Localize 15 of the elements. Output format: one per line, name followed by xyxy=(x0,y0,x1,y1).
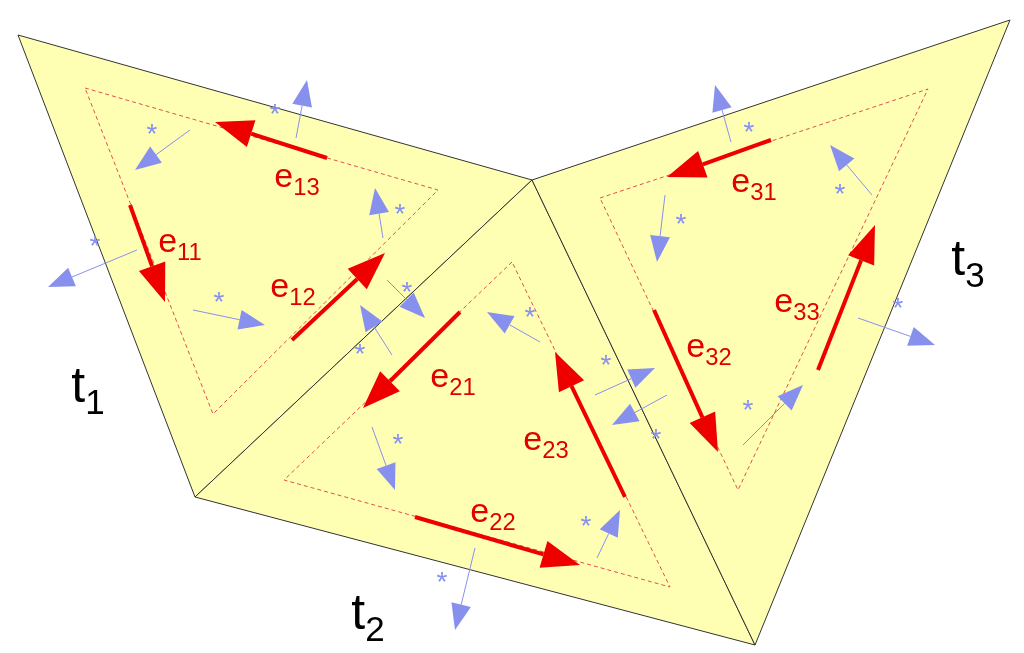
asterisk-mark: * xyxy=(834,180,846,208)
asterisk-mark: * xyxy=(394,200,406,228)
asterisk-mark: * xyxy=(354,340,366,368)
asterisk-mark: * xyxy=(743,118,755,146)
asterisk-mark: * xyxy=(580,512,592,540)
asterisk-mark: * xyxy=(892,294,904,322)
asterisk-mark: * xyxy=(392,430,404,458)
asterisk-mark: * xyxy=(401,278,413,306)
asterisk-mark: * xyxy=(213,288,225,316)
asterisk-mark: * xyxy=(742,396,754,424)
asterisk-mark: * xyxy=(436,568,448,596)
asterisk-mark: * xyxy=(600,351,612,379)
asterisk-mark: * xyxy=(524,303,536,331)
asterisk-mark: * xyxy=(146,120,158,148)
asterisk-mark: * xyxy=(675,210,687,238)
